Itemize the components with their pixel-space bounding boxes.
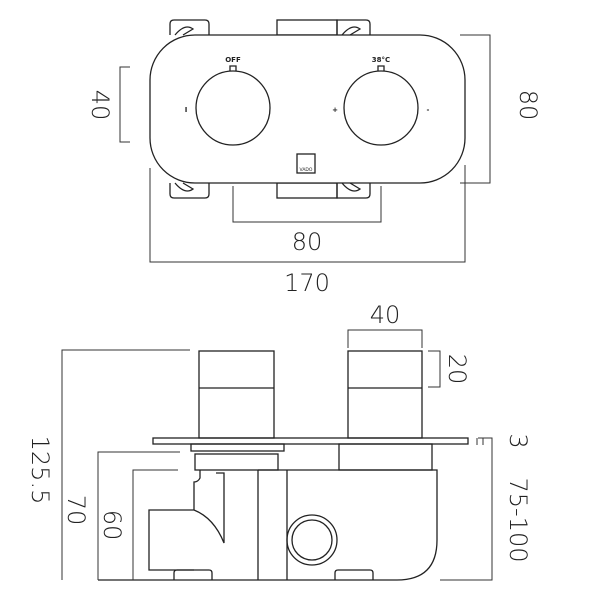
dim-line-125-5	[61, 349, 190, 580]
dim-170: 170	[284, 269, 330, 297]
dim-75-100: 75-100	[504, 477, 532, 562]
dim-20: 20	[443, 354, 471, 385]
foot-right	[334, 569, 374, 580]
minus-mark: -	[427, 106, 430, 114]
dim-line-80-spacing	[232, 186, 382, 223]
dim-70: 70	[62, 495, 90, 526]
brand-logo-box	[296, 153, 316, 174]
dim-125-5: 125.5	[26, 436, 54, 505]
body-bottom	[276, 182, 338, 199]
faceplate	[149, 34, 466, 184]
dim-80-spacing: 80	[292, 228, 323, 256]
left-knob-side[interactable]	[198, 350, 275, 439]
brand-logo: VADO	[300, 167, 313, 173]
mounting-bracket-bottom-left	[169, 182, 210, 199]
dim-line-40-side	[347, 329, 423, 348]
right-knob-side[interactable]	[347, 350, 423, 439]
dim-line-40	[119, 66, 130, 143]
outlet-ring-inner	[291, 519, 333, 561]
dim-line-60	[132, 469, 178, 580]
left-nut	[194, 453, 279, 471]
dim-line-20	[428, 350, 441, 388]
temperature-label: 38°C	[372, 56, 390, 64]
on-mark: I	[185, 106, 188, 114]
top-view: OFF 38°C I + - VADO 40 80 80 170	[86, 19, 542, 297]
dim-line-70	[97, 451, 180, 580]
foot-left	[173, 569, 213, 580]
dim-line-170	[149, 165, 466, 263]
off-label: OFF	[225, 56, 241, 64]
dim-line-75-100	[440, 437, 493, 581]
left-knob[interactable]	[195, 70, 271, 146]
main-body	[98, 469, 438, 581]
faceplate-side	[152, 437, 469, 445]
dim-60: 60	[98, 510, 126, 541]
mounting-bracket-top-right	[336, 19, 371, 36]
body-top	[276, 19, 338, 36]
outlet-ring-outer	[286, 514, 338, 566]
left-valve-body	[148, 470, 225, 571]
dim-40-side: 40	[370, 301, 401, 329]
dim-3: 3	[504, 433, 532, 448]
right-knob-notch	[377, 65, 385, 71]
dim-80-height: 80	[514, 90, 542, 121]
left-collar	[190, 443, 285, 452]
mounting-bracket-bottom-right	[336, 182, 371, 199]
right-collar	[338, 443, 433, 471]
left-knob-notch	[229, 65, 237, 71]
side-view: 40 20 125.5 70 60 3 75-100	[26, 301, 532, 581]
mounting-bracket-top-left	[169, 19, 210, 36]
right-knob[interactable]	[343, 70, 419, 146]
plus-mark: +	[332, 106, 338, 114]
dim-line-80-height	[460, 34, 491, 184]
dim-40-top: 40	[86, 90, 114, 121]
